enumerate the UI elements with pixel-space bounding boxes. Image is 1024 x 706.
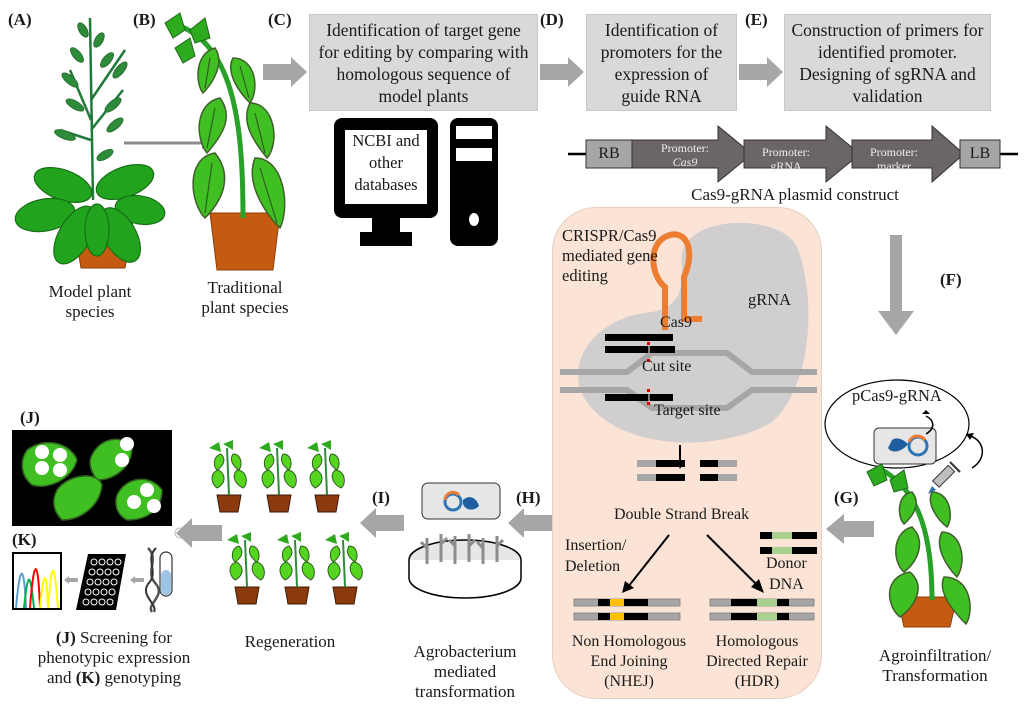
cas9-label: Cas9 bbox=[660, 314, 692, 331]
syringe-icon bbox=[928, 461, 961, 494]
pcr-plate-icon bbox=[76, 554, 126, 610]
target-site-label: Target site bbox=[654, 402, 721, 419]
arrow-H-left bbox=[508, 508, 552, 538]
label-E: (E) bbox=[745, 10, 768, 29]
agrobacterium-vector-ellipse bbox=[824, 379, 983, 469]
infiltrated-plant-illustration bbox=[866, 463, 971, 628]
monitor-stand bbox=[372, 218, 400, 234]
grna-loop bbox=[650, 231, 702, 330]
dsb-label: Double Strand Break bbox=[614, 506, 750, 523]
label-B: (B) bbox=[133, 10, 156, 29]
plasmid-construct bbox=[568, 124, 1018, 184]
promoter-cas9-arrow bbox=[631, 124, 753, 184]
model-plant-illustration bbox=[14, 17, 166, 269]
chromatogram-icon bbox=[12, 552, 62, 610]
arrow-F-down bbox=[878, 235, 914, 335]
pcas9-grna-label: pCas9-gRNA bbox=[852, 386, 942, 405]
grna-label: gRNA bbox=[748, 290, 792, 309]
label-K: (K) bbox=[12, 530, 37, 549]
promoter-grna-arrow bbox=[743, 124, 861, 184]
step-E-box: Construction of primers for identified p… bbox=[784, 14, 991, 111]
hdr-label: Homologous Directed Repair (HDR) bbox=[706, 633, 808, 690]
screen-line-2: other bbox=[369, 153, 403, 172]
rb-label: RB bbox=[598, 145, 620, 162]
step-D-box: Identification of promoters for the expr… bbox=[586, 14, 737, 111]
arrow-k-small-2 bbox=[130, 576, 144, 584]
cut-site-label: Cut site bbox=[642, 358, 692, 375]
arrow-I-left bbox=[360, 508, 404, 538]
traditional-plant-caption: Traditional plant species bbox=[201, 278, 289, 317]
arrow-to-C bbox=[263, 57, 307, 87]
monitor-base bbox=[360, 232, 412, 246]
crispr-mechanism-diagram bbox=[560, 222, 817, 621]
arrow-C-to-D bbox=[540, 57, 584, 87]
indel-label: Insertion/ Deletion bbox=[565, 537, 627, 575]
label-H: (H) bbox=[516, 488, 541, 507]
label-A: (A) bbox=[8, 10, 32, 29]
label-J: (J) bbox=[20, 408, 40, 427]
step-E-text: Construction of primers for identified p… bbox=[791, 19, 984, 106]
lb-label: LB bbox=[969, 145, 991, 162]
agrobacterium-cell-icon bbox=[421, 482, 501, 520]
screening-caption: (J) Screening for phenotypic expression … bbox=[37, 628, 191, 687]
plasmid-caption: Cas9-gRNA plasmid construct bbox=[691, 185, 899, 204]
arrow-D-to-E bbox=[739, 57, 783, 87]
phenotype-leaves-image bbox=[12, 430, 172, 526]
arrow-to-J bbox=[174, 518, 222, 548]
donor-dna-label: Donor DNA bbox=[766, 555, 807, 593]
arrow-k-small-1 bbox=[64, 576, 78, 584]
promoter-cas9-label: Promoter: Cas9 bbox=[661, 141, 709, 169]
lb-element bbox=[959, 139, 1001, 169]
step-C-text: Identification of target gene for editin… bbox=[318, 19, 529, 106]
nhej-label: Non Homologous End Joining (NHEJ) bbox=[571, 633, 687, 690]
label-I: (I) bbox=[372, 488, 390, 507]
computer-tower-icon bbox=[450, 118, 498, 246]
step-D-text: Identification of promoters for the expr… bbox=[600, 19, 723, 106]
label-G: (G) bbox=[834, 488, 859, 507]
dna-tube-icon bbox=[145, 547, 173, 613]
petri-dish-icon bbox=[408, 534, 522, 599]
model-plant-caption: Model plant species bbox=[48, 282, 132, 321]
agroinfiltration-caption: Agroinfiltration/ Transformation bbox=[878, 646, 992, 685]
traditional-plant-illustration bbox=[164, 12, 286, 271]
promoter-marker-label: Promoter: marker bbox=[870, 145, 918, 173]
label-C: (C) bbox=[268, 10, 292, 29]
label-D: (D) bbox=[540, 10, 564, 29]
step-C-box: Identification of target gene for editin… bbox=[309, 14, 538, 111]
crispr-title: CRISPR/Cas9 mediated gene editing bbox=[562, 226, 658, 285]
regenerated-plants-illustration bbox=[208, 439, 364, 605]
arrow-G-left bbox=[826, 514, 874, 544]
agrobacterium-caption: Agrobacterium mediated transformation bbox=[413, 642, 517, 701]
label-F: (F) bbox=[940, 270, 962, 289]
promoter-grna-label: Promoter: gRNA bbox=[762, 145, 810, 173]
monitor-screen: NCBI and other databases bbox=[345, 130, 427, 204]
screen-line-3: databases bbox=[354, 175, 418, 194]
promoter-marker-arrow bbox=[851, 124, 965, 184]
screen-line-1: NCBI and bbox=[352, 131, 420, 150]
regeneration-caption: Regeneration bbox=[244, 632, 336, 651]
